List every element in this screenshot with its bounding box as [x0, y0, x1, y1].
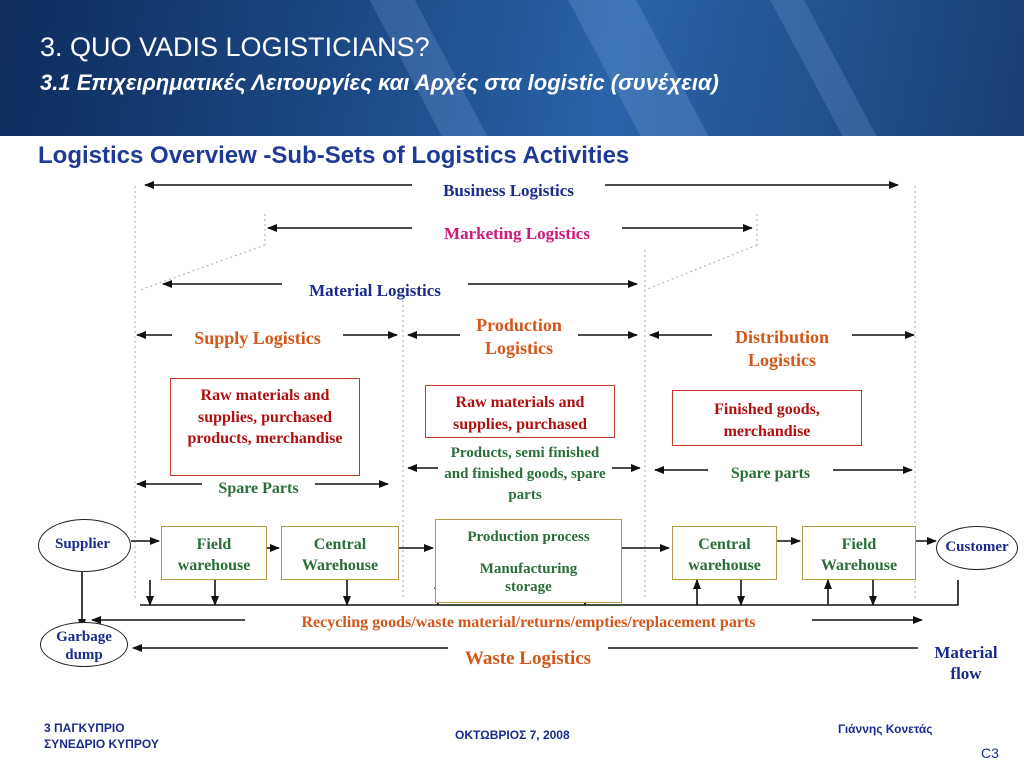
- distribution-logistics-line2: Logistics: [747, 349, 816, 370]
- customer-node: Customer: [936, 526, 1018, 570]
- supply-logistics-label: Supply Logistics: [194, 328, 321, 348]
- header-banner: 3. QUO VADIS LOGISTICIANS? 3.1 Επιχειρημ…: [0, 0, 1024, 136]
- production-process-box: Production process Manufacturing storage: [435, 519, 622, 603]
- footer-date: ΟΚΤΩΒΡΙΟΣ 7, 2008: [455, 728, 570, 742]
- footer-left-line1: 3 ΠΑΓΚΥΠΡΙΟ: [44, 721, 125, 735]
- slide-title: Logistics Overview -Sub-Sets of Logistic…: [38, 142, 630, 169]
- production-logistics-line1: Production: [476, 315, 562, 335]
- supplier-node: Supplier: [38, 519, 131, 572]
- customer-label: Customer: [945, 539, 1009, 555]
- header-subtitle: 3.1 Επιχειρηματικές Λειτουργίες και Αρχέ…: [40, 70, 719, 95]
- header-title: 3. QUO VADIS LOGISTICIANS?: [40, 32, 430, 62]
- material-logistics-label: Material Logistics: [309, 281, 441, 300]
- material-flow-label: Material flow: [934, 643, 998, 684]
- footer-left-line2: ΣΥΝΕΔΡΙΟ ΚΥΠΡΟΥ: [44, 737, 159, 752]
- distribution-logistics-label: Distribution Logistics: [712, 326, 852, 371]
- field-warehouse-right: Field Warehouse: [802, 526, 916, 580]
- page-number: C3: [981, 745, 999, 761]
- supplier-label: Supplier: [55, 536, 111, 552]
- central-warehouse-left: Central Warehouse: [281, 526, 399, 580]
- recycling-label: Recycling goods/waste material/returns/e…: [301, 614, 756, 631]
- distribution-logistics-line1: Distribution: [734, 327, 830, 347]
- production-process-label: Production process: [467, 529, 590, 545]
- marketing-logistics-label: Marketing Logistics: [444, 224, 590, 243]
- spare-parts-supply-label: Spare Parts: [218, 480, 299, 497]
- footer-author: Γιάννης Κονετάς: [838, 722, 933, 736]
- garbage-dump-label: Garbage dump: [56, 629, 112, 663]
- field-warehouse-left: Field warehouse: [161, 526, 267, 580]
- supply-materials-box: Raw materials and supplies, purchased pr…: [170, 378, 360, 476]
- production-goods-label: Products, semi finished and finished goo…: [444, 445, 606, 503]
- spare-parts-distribution-label: Spare parts: [730, 465, 811, 482]
- garbage-dump-node: Garbage dump: [40, 622, 128, 667]
- production-materials-box: Raw materials and supplies, purchased: [425, 385, 615, 438]
- production-logistics-line2: Logistics: [484, 337, 553, 358]
- central-warehouse-right: Central warehouse: [672, 526, 777, 580]
- distribution-goods-box: Finished goods, merchandise: [672, 390, 862, 446]
- footer-left: 3 ΠΑΓΚΥΠΡΙΟ ΣΥΝΕΔΡΙΟ ΚΥΠΡΟΥ: [44, 720, 159, 752]
- business-logistics-label: Business Logistics: [443, 181, 574, 200]
- waste-logistics-label: Waste Logistics: [464, 648, 592, 669]
- production-logistics-label: Production Logistics: [460, 314, 578, 359]
- manufacturing-storage-label: Manufacturing storage: [479, 560, 578, 596]
